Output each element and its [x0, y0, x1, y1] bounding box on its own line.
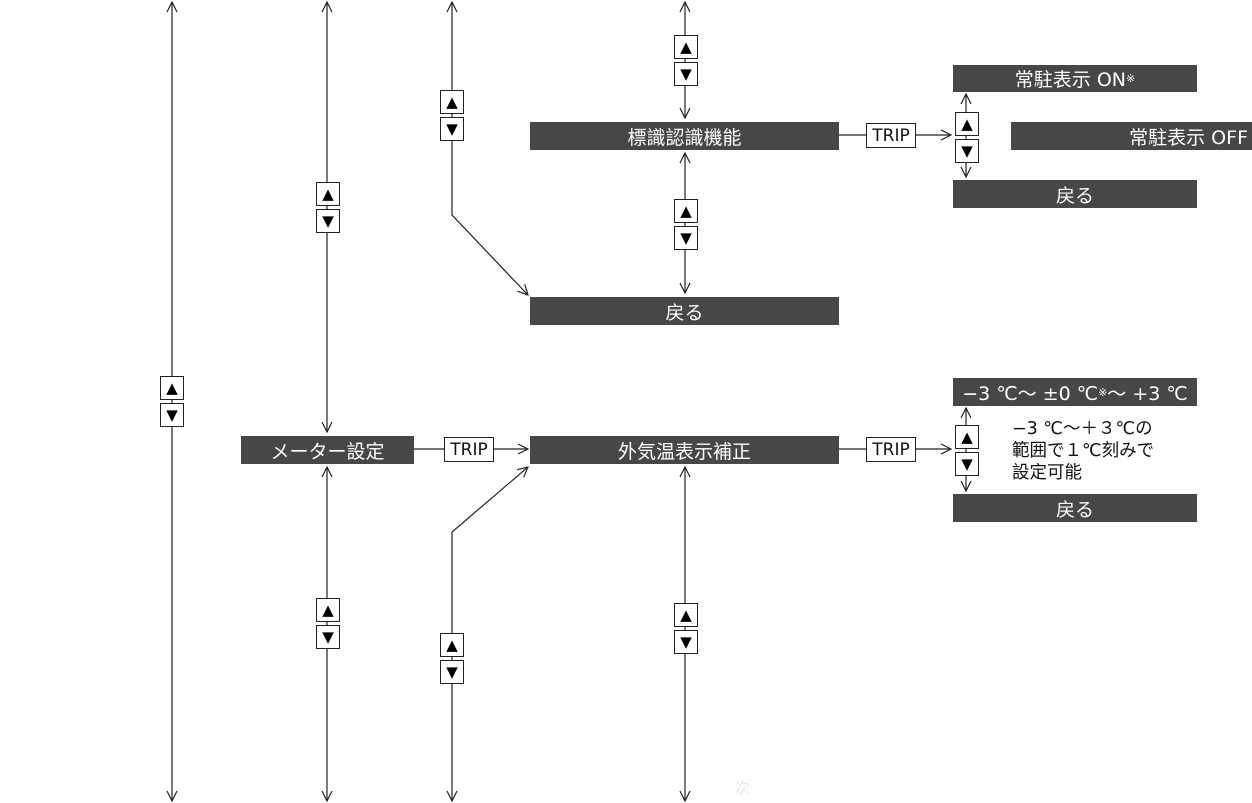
up-arrow-icon[interactable]: ▲ — [674, 35, 698, 59]
updown-keys[interactable]: ▲ ▼ — [674, 603, 698, 654]
sub-line-top — [452, 2, 528, 295]
down-arrow-icon[interactable]: ▼ — [316, 209, 340, 233]
updown-keys[interactable]: ▲ ▼ — [674, 35, 698, 86]
updown-keys[interactable]: ▲ ▼ — [955, 425, 979, 476]
up-arrow-icon[interactable]: ▲ — [955, 425, 979, 449]
up-arrow-icon[interactable]: ▲ — [160, 376, 184, 400]
sub-line-bottom — [452, 467, 528, 801]
option-resident-on-label: 常駐表示 ON — [1014, 69, 1126, 91]
updown-keys[interactable]: ▲ ▼ — [440, 90, 464, 141]
updown-keys[interactable]: ▲ ▼ — [674, 199, 698, 250]
meter-settings-box[interactable]: メーター設定 — [241, 436, 414, 464]
down-arrow-icon[interactable]: ▼ — [440, 660, 464, 684]
up-arrow-icon[interactable]: ▲ — [955, 112, 979, 136]
option-temp-range[interactable]: −3 ℃〜 ±0 ℃※〜 +3 ℃ — [953, 378, 1197, 406]
updown-keys[interactable]: ▲ ▼ — [316, 598, 340, 649]
next-page-label: 次 — [735, 779, 751, 797]
up-arrow-icon[interactable]: ▲ — [440, 90, 464, 114]
option-resident-off[interactable]: 常駐表示 OFF — [1011, 122, 1252, 150]
note-line-3: 設定可能 — [1012, 463, 1082, 483]
note-line-2: 範囲で１℃刻みで — [1012, 441, 1155, 461]
updown-keys[interactable]: ▲ ▼ — [440, 633, 464, 684]
up-arrow-icon[interactable]: ▲ — [674, 603, 698, 627]
note-line-1: −3 ℃〜＋３℃の — [1012, 419, 1153, 439]
temp-range-note: −3 ℃〜＋３℃の 範囲で１℃刻みで 設定可能 — [1012, 418, 1154, 484]
up-arrow-icon[interactable]: ▲ — [316, 598, 340, 622]
trip-button-meter[interactable]: TRIP — [444, 437, 494, 462]
back-box-upper[interactable]: 戻る — [530, 297, 839, 325]
down-arrow-icon[interactable]: ▼ — [674, 226, 698, 250]
outside-temp-correction-box[interactable]: 外気温表示補正 — [530, 436, 839, 464]
down-arrow-icon[interactable]: ▼ — [316, 625, 340, 649]
up-arrow-icon[interactable]: ▲ — [316, 182, 340, 206]
up-arrow-icon[interactable]: ▲ — [440, 633, 464, 657]
footnote-mark: ※ — [1126, 72, 1136, 85]
updown-keys[interactable]: ▲ ▼ — [316, 182, 340, 233]
trip-button-temp[interactable]: TRIP — [866, 437, 916, 462]
option-sign-back[interactable]: 戻る — [953, 180, 1197, 208]
down-arrow-icon[interactable]: ▼ — [160, 403, 184, 427]
updown-keys[interactable]: ▲ ▼ — [955, 112, 979, 163]
down-arrow-icon[interactable]: ▼ — [674, 62, 698, 86]
temp-range-end: 〜 +3 ℃ — [1107, 382, 1188, 405]
down-arrow-icon[interactable]: ▼ — [440, 117, 464, 141]
up-arrow-icon[interactable]: ▲ — [674, 199, 698, 223]
trip-button-sign[interactable]: TRIP — [866, 123, 916, 148]
updown-keys[interactable]: ▲ ▼ — [160, 376, 184, 427]
option-temp-back[interactable]: 戻る — [953, 494, 1197, 522]
down-arrow-icon[interactable]: ▼ — [955, 139, 979, 163]
temp-range-label: −3 ℃〜 ±0 ℃ — [962, 382, 1099, 405]
down-arrow-icon[interactable]: ▼ — [674, 630, 698, 654]
sign-recognition-box[interactable]: 標識認識機能 — [530, 122, 839, 150]
down-arrow-icon[interactable]: ▼ — [955, 452, 979, 476]
footnote-mark: ※ — [1098, 385, 1108, 399]
option-resident-on[interactable]: 常駐表示 ON※ — [953, 65, 1197, 92]
